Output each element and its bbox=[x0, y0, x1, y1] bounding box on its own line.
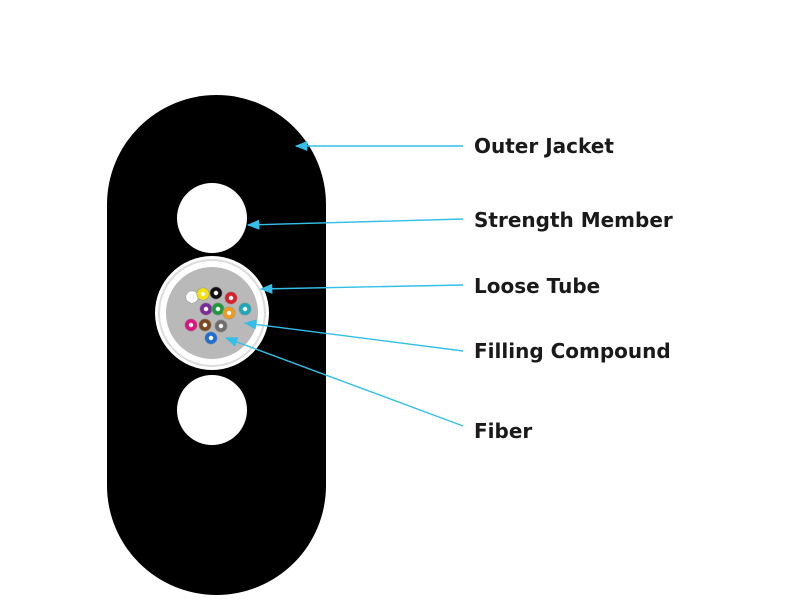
cable-cross-section bbox=[107, 95, 326, 595]
strength-member-top bbox=[177, 183, 247, 253]
fiber-violet-core bbox=[203, 306, 209, 312]
fiber-green-core bbox=[215, 306, 221, 312]
label-filling-compound: Filling Compound bbox=[474, 339, 671, 363]
fiber-yellow-core bbox=[200, 291, 206, 297]
leader-line-loose-tube bbox=[259, 283, 464, 294]
callout-labels: Outer Jacket Strength Member Loose Tube … bbox=[474, 134, 673, 443]
fiber-white-core bbox=[189, 294, 195, 300]
fiber-aqua-core bbox=[242, 306, 248, 312]
label-outer-jacket: Outer Jacket bbox=[474, 134, 614, 158]
fiber-red-core bbox=[228, 295, 234, 301]
leader-line-strength-member bbox=[246, 218, 464, 230]
label-loose-tube: Loose Tube bbox=[474, 274, 600, 298]
leader-line-fiber bbox=[224, 337, 464, 427]
strength-member-bottom bbox=[177, 375, 247, 445]
fiber-black-core bbox=[213, 290, 219, 296]
leader-line-filling-compound bbox=[243, 319, 464, 352]
fiber-bundle bbox=[184, 286, 252, 345]
fiber-rose-core bbox=[188, 322, 194, 328]
loose-tube-ring bbox=[158, 259, 266, 367]
fiber-brown-core bbox=[202, 322, 208, 328]
leader-lines bbox=[224, 140, 464, 427]
fiber-blue-core bbox=[208, 335, 214, 341]
fiber-slate-core bbox=[218, 323, 224, 329]
label-fiber: Fiber bbox=[474, 419, 532, 443]
filling-compound bbox=[166, 267, 258, 359]
label-strength-member: Strength Member bbox=[474, 208, 673, 232]
fiber-orange-core bbox=[226, 310, 232, 316]
